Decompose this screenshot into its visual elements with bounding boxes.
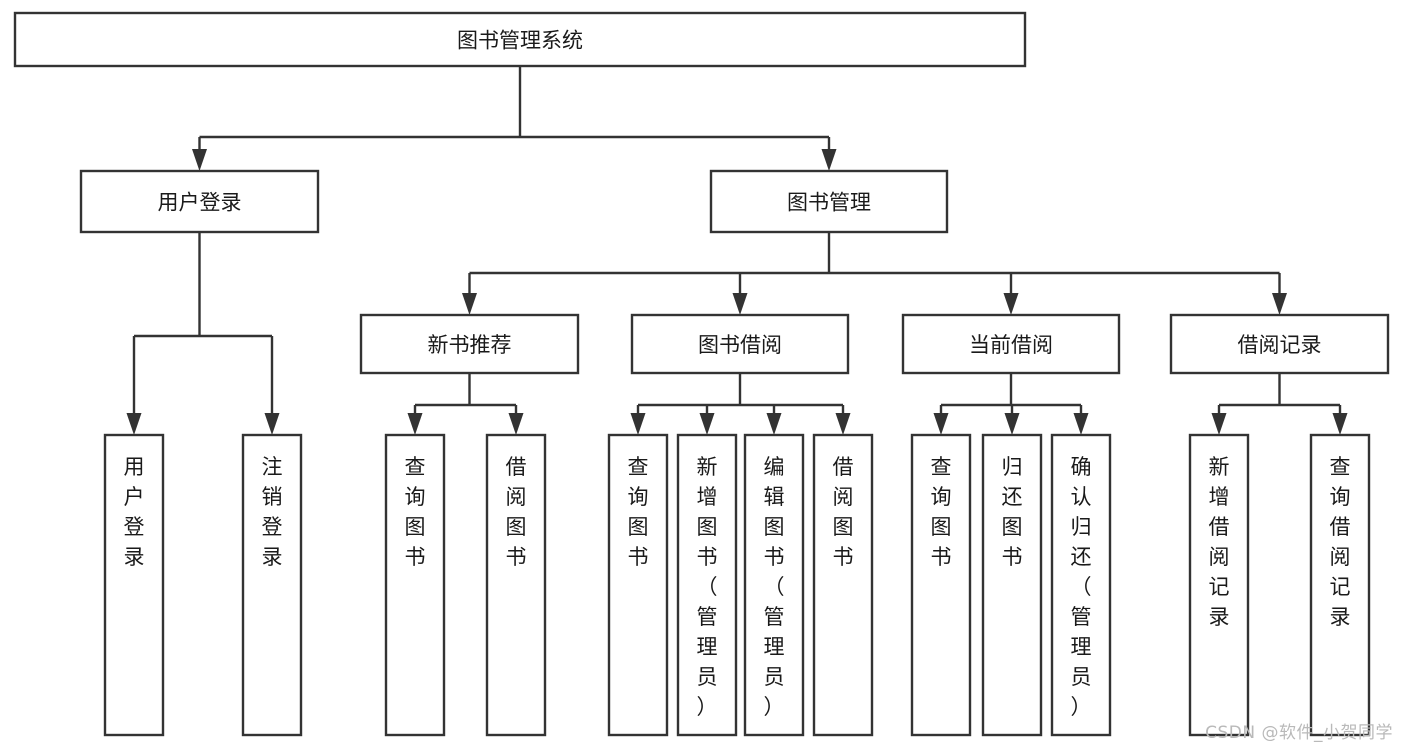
node-label-leaf-add-borrow-record: 新增借阅记录 [1209,455,1230,629]
arrow-head-icon [1004,413,1020,435]
node-layer: 图书管理系统用户登录图书管理新书推荐图书借阅当前借阅借阅记录用户登录注销登录查询… [13,11,1390,737]
node-label-leaf-user-login: 用户登录 [124,455,145,569]
arrow-head-icon [508,413,524,435]
arrow-head-icon [1211,413,1227,435]
node-leaf-edit-book-admin[interactable]: 编辑图书（管理员） [743,433,805,737]
node-box-leaf-user-login[interactable] [103,433,165,737]
node-box-book-borrow[interactable] [630,313,850,375]
node-label-leaf-return-book: 归还图书 [1002,455,1023,569]
arrow-head-icon [630,413,646,435]
node-box-current-borrow[interactable] [901,313,1121,375]
arrow-head-icon [126,413,142,435]
node-book-management[interactable]: 图书管理 [709,169,949,234]
node-label-leaf-borrow-book: 借阅图书 [833,455,854,569]
arrow-head-icon [1003,293,1019,315]
node-label-leaf-query-borrow-record: 查询借阅记录 [1330,455,1351,629]
node-label-leaf-add-book-admin: 新增图书（管理员） [697,455,718,719]
node-box-leaf-query-book-borrow[interactable] [607,433,669,737]
node-label-book-management: 图书管理 [787,191,871,215]
arrow-head-icon [1073,413,1089,435]
arrow-head-icon [1332,413,1348,435]
arrow-head-icon [933,413,949,435]
node-box-leaf-borrow-book-recommend[interactable] [485,433,547,737]
arrow-head-icon [1272,293,1287,315]
arrow-head-icon [699,413,715,435]
node-label-leaf-edit-book-admin: 编辑图书（管理员） [764,455,785,719]
node-box-leaf-return-book[interactable] [981,433,1043,737]
node-label-new-book-recommend: 新书推荐 [428,333,512,357]
node-borrow-records[interactable]: 借阅记录 [1169,313,1390,375]
node-leaf-borrow-book[interactable]: 借阅图书 [812,433,874,737]
node-leaf-query-borrow-record[interactable]: 查询借阅记录 [1309,433,1371,737]
arrow-head-icon [192,149,207,171]
node-leaf-add-book-admin[interactable]: 新增图书（管理员） [676,433,738,737]
node-root[interactable]: 图书管理系统 [13,11,1027,68]
node-leaf-confirm-return-admin[interactable]: 确认归还（管理员） [1050,433,1112,737]
csdn-watermark: CSDN @软件_小贺同学 [1205,723,1393,743]
node-current-borrow[interactable]: 当前借阅 [901,313,1121,375]
node-box-leaf-add-borrow-record[interactable] [1188,433,1250,737]
node-box-leaf-edit-book-admin[interactable] [743,433,805,737]
node-label-leaf-query-book-borrow: 查询图书 [628,455,649,569]
arrow-head-icon [821,149,837,171]
node-box-leaf-confirm-return-admin[interactable] [1050,433,1112,737]
connector-layer [126,66,1348,435]
node-label-book-borrow: 图书借阅 [698,333,782,357]
node-label-leaf-user-logout: 注销登录 [262,455,283,569]
node-leaf-query-book-recommend[interactable]: 查询图书 [384,433,446,737]
node-book-borrow[interactable]: 图书借阅 [630,313,850,375]
connector-conn-borrow-to-leaves [630,373,851,435]
node-leaf-query-book-current[interactable]: 查询图书 [910,433,972,737]
arrow-head-icon [766,413,782,435]
connector-conn-root-to-level2 [192,66,837,171]
node-box-user-login[interactable] [79,169,320,234]
node-box-leaf-borrow-book[interactable] [812,433,874,737]
node-label-user-login: 用户登录 [158,191,242,215]
arrow-head-icon [407,413,423,435]
node-leaf-user-logout[interactable]: 注销登录 [241,433,303,737]
node-new-book-recommend[interactable]: 新书推荐 [359,313,580,375]
node-label-borrow-records: 借阅记录 [1238,333,1322,357]
node-box-borrow-records[interactable] [1169,313,1390,375]
node-box-book-management[interactable] [709,169,949,234]
arrow-head-icon [264,413,280,435]
node-box-leaf-add-book-admin[interactable] [676,433,738,737]
node-box-root[interactable] [13,11,1027,68]
node-box-leaf-query-book-recommend[interactable] [384,433,446,737]
arrow-head-icon [732,293,748,315]
node-box-leaf-query-borrow-record[interactable] [1309,433,1371,737]
node-label-root: 图书管理系统 [457,29,583,53]
node-leaf-return-book[interactable]: 归还图书 [981,433,1043,737]
node-leaf-add-borrow-record[interactable]: 新增借阅记录 [1188,433,1250,737]
node-box-new-book-recommend[interactable] [359,313,580,375]
node-leaf-query-book-borrow[interactable]: 查询图书 [607,433,669,737]
connector-conn-bookmgmt-to-level3 [462,232,1287,315]
node-leaf-borrow-book-recommend[interactable]: 借阅图书 [485,433,547,737]
connector-conn-recommend-to-leaves [407,373,524,435]
node-label-leaf-confirm-return-admin: 确认归还（管理员） [1071,455,1092,719]
node-label-current-borrow: 当前借阅 [969,333,1053,357]
node-user-login[interactable]: 用户登录 [79,169,320,234]
node-box-leaf-query-book-current[interactable] [910,433,972,737]
node-label-leaf-borrow-book-recommend: 借阅图书 [506,455,527,569]
node-label-leaf-query-book-current: 查询图书 [931,455,952,569]
connector-conn-records-to-leaves [1211,373,1348,435]
arrow-head-icon [462,293,477,315]
node-leaf-user-login[interactable]: 用户登录 [103,433,165,737]
node-label-leaf-query-book-recommend: 查询图书 [405,455,426,569]
node-box-leaf-user-logout[interactable] [241,433,303,737]
arrow-head-icon [835,413,851,435]
connector-conn-current-to-leaves [933,373,1089,435]
connector-conn-userlogin-to-leaves [126,232,280,435]
